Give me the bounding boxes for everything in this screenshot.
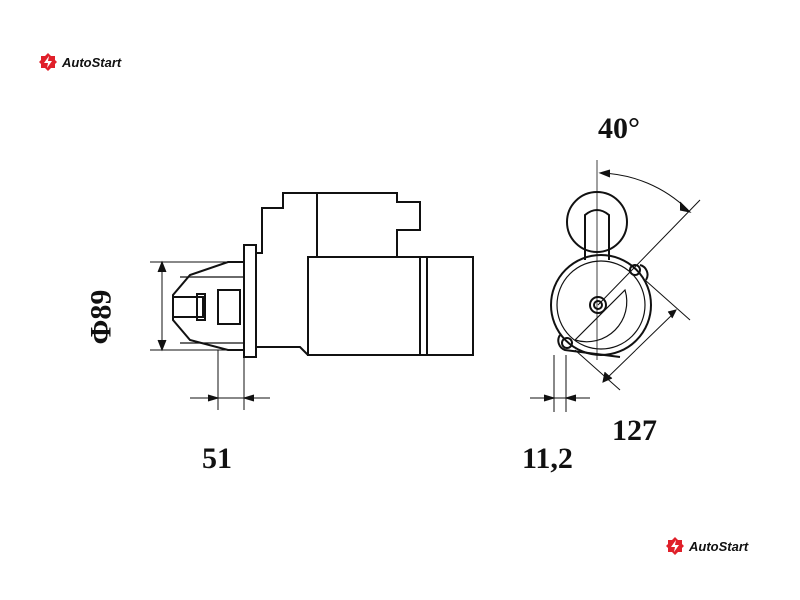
pinion-dimension bbox=[190, 350, 270, 410]
bolt-distance-dimension bbox=[574, 279, 691, 391]
side-view bbox=[172, 192, 474, 358]
brand-logo-bottom: AutoStart bbox=[665, 536, 748, 556]
logo-text: AutoStart bbox=[689, 538, 749, 554]
angle-dimension bbox=[597, 169, 701, 306]
logo-icon bbox=[39, 53, 57, 71]
diameter-dimension bbox=[150, 260, 244, 352]
end-view bbox=[550, 160, 652, 360]
diameter-label: Φ89 bbox=[84, 289, 118, 345]
logo-text: AutoStart bbox=[62, 54, 122, 70]
bolt-distance-label: 127 bbox=[612, 414, 657, 447]
pinion-offset-label: 51 bbox=[202, 442, 232, 475]
angle-label: 40° bbox=[598, 112, 640, 145]
logo-icon bbox=[666, 537, 684, 555]
brand-logo-top: AutoStart bbox=[38, 52, 121, 72]
flange-thickness-label: 11,2 bbox=[522, 442, 573, 475]
flange-dimension bbox=[530, 355, 590, 412]
